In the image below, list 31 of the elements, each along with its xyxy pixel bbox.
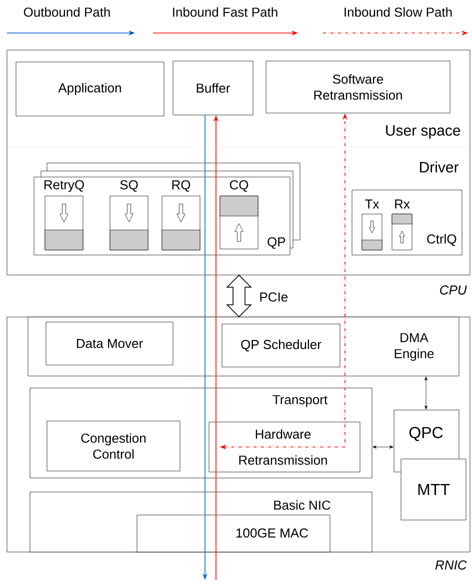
legend-text: Outbound Path [24, 7, 110, 17]
process-box: Data Mover [46, 322, 174, 366]
edge-label: PCIe [260, 292, 288, 302]
process-box: QP Scheduler [222, 324, 340, 368]
legend-text: Inbound Slow Path [344, 7, 452, 17]
legend-text: Inbound Fast Path [173, 7, 278, 17]
double-arrow [226, 274, 252, 318]
node-label: RetryQ [44, 180, 84, 192]
node-label: CPU [440, 285, 467, 295]
region-label: Driver [420, 162, 459, 172]
queue-box: RetryQ [44, 180, 84, 250]
node-label: Rx [395, 200, 410, 208]
process-box: Application [16, 62, 164, 116]
queue-box: RQ [162, 180, 200, 250]
arrow [424, 376, 428, 410]
node-label: RNIC [435, 560, 467, 570]
process-box: Software Retransmission [266, 60, 450, 114]
node-label: CQ [230, 180, 248, 192]
queue-box: CQ [220, 180, 258, 250]
process-box: Hardware Retransmission [208, 422, 360, 472]
process-box: Congestion Control [46, 420, 180, 472]
queue-box: SQ [110, 180, 148, 250]
table-box: MTT [400, 458, 466, 520]
queue-box: Rx [392, 200, 412, 250]
node-label: RQ [172, 180, 190, 192]
buffer-box: Buffer [172, 60, 254, 116]
queue-box: Tx [362, 200, 382, 250]
node-label: Tx [365, 200, 380, 208]
arrow [372, 445, 394, 449]
node-label: SQ [120, 180, 138, 192]
mac-box: 100GE MAC [136, 514, 330, 552]
